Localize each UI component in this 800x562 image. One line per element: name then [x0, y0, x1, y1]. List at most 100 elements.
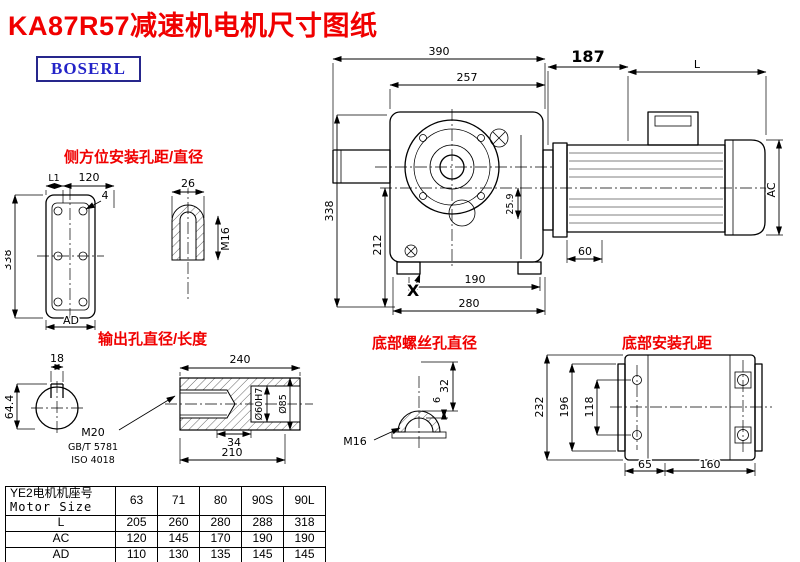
- dim-34: 34: [227, 436, 241, 449]
- dim-210: 210: [222, 446, 243, 459]
- foot-left: [396, 261, 421, 275]
- col-90S: 90S: [241, 486, 284, 516]
- dim-AC: AC: [765, 182, 778, 197]
- main-view: 390 257 187 L 338 212 25.9 60: [325, 45, 783, 315]
- dim-dia60H7: Ø60H7: [254, 388, 265, 421]
- gearbox-outline: [332, 111, 544, 275]
- label-output-hole: 输出孔直径/长度: [98, 331, 208, 348]
- side-view-dimensions: L1 120 4 338 AD: [5, 170, 115, 330]
- table-header-motor-size: YE2电机机座号 Motor Size: [5, 486, 116, 516]
- dim-L1: L1: [48, 173, 59, 184]
- cell-AC-90L: 190: [283, 530, 326, 548]
- dim-257: 257: [457, 71, 478, 84]
- screw-detail: 32 6 M16: [342, 361, 458, 450]
- dim-160: 160: [700, 458, 721, 471]
- cell-AD-90S: 145: [241, 546, 284, 562]
- cell-AD-90L: 145: [283, 546, 326, 562]
- motor-flange-1: [542, 149, 554, 231]
- label-gbt5781: GB/T 5781: [68, 442, 118, 453]
- label-M20: M20: [81, 426, 105, 439]
- screw-view: 32 6 M16: [342, 361, 458, 450]
- foot-right: [517, 261, 542, 275]
- dim-232: 232: [533, 397, 546, 418]
- slot-detail: 26 M16: [171, 176, 234, 300]
- mount-dimensions: 232 196 118 65 160: [532, 354, 756, 476]
- dim-196: 196: [558, 397, 571, 418]
- cell-L-80: 280: [199, 514, 242, 532]
- dim-25-9: 25.9: [505, 193, 516, 214]
- table-header-row: YE2电机机座号 Motor Size 63 71 80 90S 90L: [5, 486, 326, 516]
- right-tab: [754, 363, 763, 452]
- label-X: X: [407, 281, 420, 300]
- dim-212: 212: [371, 235, 384, 256]
- bolt-symbol: [404, 244, 418, 258]
- dim-M16-side: M16: [219, 227, 232, 251]
- col-80: 80: [199, 486, 242, 516]
- table-row-L: L 205 260 280 288 318: [5, 514, 326, 532]
- mount-body: [610, 354, 772, 461]
- side-view-body: [37, 188, 104, 325]
- cell-AD-63: 110: [115, 546, 158, 562]
- col-71: 71: [157, 486, 200, 516]
- dim-32: 32: [438, 379, 451, 393]
- cell-L-63: 205: [115, 514, 158, 532]
- table-row-AC: AC 120 145 170 190 190: [5, 530, 326, 548]
- cell-AC-63: 120: [115, 530, 158, 548]
- base-plate: [391, 431, 447, 439]
- cell-AC-80: 170: [199, 530, 242, 548]
- threaded-hole-symbol: [489, 128, 509, 148]
- dim-64-4: 64.4: [5, 395, 16, 420]
- output-view: 18 64.4 240 34 210 Ø60H: [5, 351, 313, 468]
- dim-118: 118: [583, 397, 596, 418]
- page-title: KA87R57减速机电机尺寸图纸: [8, 11, 378, 41]
- cell-L-90L: 318: [283, 514, 326, 532]
- header-cn: YE2电机机座号: [10, 486, 93, 500]
- side-flange-outline: [45, 194, 96, 319]
- dim-390: 390: [429, 45, 450, 58]
- dim-dia85: Ø85: [278, 394, 289, 414]
- dim-26: 26: [181, 177, 195, 190]
- main-view-dimensions: 390 257 187 L 338 212 25.9 60: [325, 45, 783, 315]
- col-90L: 90L: [283, 486, 326, 516]
- output-shaft-view: 240 34 210 Ø60H7 Ø85 M20 GB/T 5781 ISO 4…: [66, 352, 313, 468]
- output-flange-circle: [404, 119, 500, 215]
- output-end-view: 18 64.4: [5, 351, 83, 434]
- dim-AD: AD: [63, 314, 79, 327]
- terminal-box: [647, 111, 699, 146]
- label-side-mount: 侧方位安装孔距/直径: [64, 149, 204, 166]
- gearbox-housing: [389, 111, 544, 263]
- motor-body: [566, 144, 726, 233]
- brand-logo: BOSERL: [36, 56, 141, 82]
- label-M16-screw: M16: [343, 435, 367, 448]
- col-63: 63: [115, 486, 158, 516]
- cell-AC-71: 145: [157, 530, 200, 548]
- dim-187: 187: [571, 47, 604, 66]
- dim-L: L: [694, 58, 701, 71]
- hollow-shaft-end: [332, 149, 391, 184]
- dim-338: 338: [325, 201, 336, 222]
- motor-outline: [542, 111, 766, 238]
- left-tab: [617, 363, 626, 452]
- cell-AD-80: 135: [199, 546, 242, 562]
- dim-6: 6: [432, 397, 443, 403]
- mount-view: 232 196 118 65 160: [532, 354, 772, 476]
- dim-280: 280: [459, 297, 480, 310]
- side-view: L1 120 4 338 AD 26 M16: [5, 170, 234, 330]
- base-outline: [624, 354, 756, 461]
- dim-60: 60: [578, 245, 592, 258]
- label-iso4018: ISO 4018: [71, 455, 115, 466]
- label-bottom-mount: 底部安装孔距: [622, 335, 713, 352]
- cell-AD-71: 130: [157, 546, 200, 562]
- label-bottom-screw: 底部螺丝孔直径: [372, 335, 478, 352]
- fan-cover: [724, 139, 766, 236]
- cell-L-71: 260: [157, 514, 200, 532]
- dim-65: 65: [638, 458, 652, 471]
- row-label-AC: AC: [5, 530, 116, 548]
- slot-section: [171, 204, 205, 261]
- table-row-AD: AD 110 130 135 145 145: [5, 546, 326, 562]
- oil-plug-circle: [448, 199, 476, 227]
- row-label-L: L: [5, 514, 116, 532]
- row-label-AD: AD: [5, 546, 116, 562]
- dim-120: 120: [79, 171, 100, 184]
